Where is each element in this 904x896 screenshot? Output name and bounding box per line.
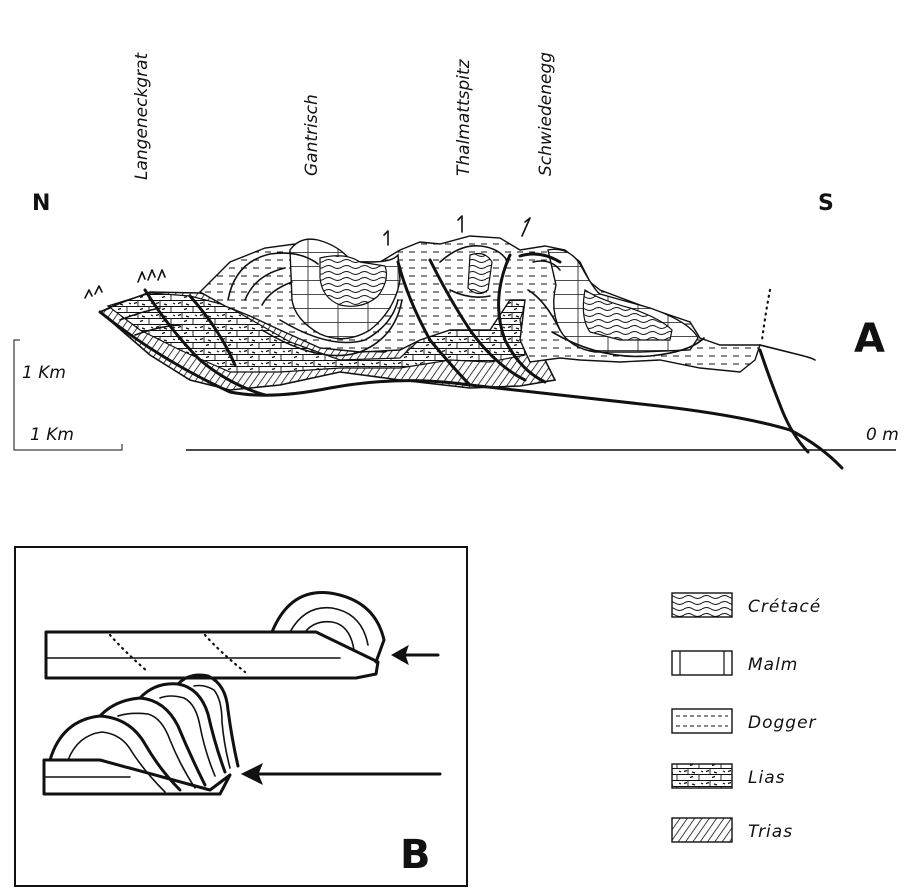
legend-item-cretace: Crétacé <box>672 593 821 617</box>
projected-contact <box>762 290 770 340</box>
legend-label-dogger: Dogger <box>748 713 817 733</box>
legend-item-dogger: Dogger <box>672 709 817 733</box>
peak-label-langeneckgrat: Langeneckgrat <box>132 51 152 180</box>
imbricate-fold-1 <box>50 716 180 790</box>
legend: Crétacé Malm Dogger Lias Trias <box>672 593 821 842</box>
panel-label-a: A <box>854 316 885 362</box>
cretace-core-thalmattspitz <box>468 254 492 294</box>
legend-label-trias: Trias <box>748 822 793 842</box>
southern-topography <box>760 345 815 360</box>
peak-label-gantrisch: Gantrisch <box>302 94 322 176</box>
slab-upper <box>46 632 378 678</box>
peak-labels: Langeneckgrat Gantrisch Thalmattspitz Sc… <box>132 51 556 180</box>
peak-label-schwiedenegg: Schwiedenegg <box>536 52 556 176</box>
legend-item-malm: Malm <box>672 651 798 675</box>
panel-b: B <box>15 547 467 886</box>
push-arrow-lower <box>242 764 440 784</box>
cross-section-a: A <box>85 216 885 468</box>
legend-item-lias: Lias <box>672 764 785 788</box>
imbricate-fold-2 <box>100 698 205 785</box>
legend-label-lias: Lias <box>748 768 785 788</box>
sea-level-label: 0 m <box>866 425 899 445</box>
peak-label-thalmattspitz: Thalmattspitz <box>454 58 474 176</box>
scale-bar: 1 Km 1 Km <box>14 340 122 450</box>
panel-label-b: B <box>400 832 431 878</box>
push-arrow-upper <box>392 646 438 664</box>
fold-upper <box>272 592 384 662</box>
legend-label-cretace: Crétacé <box>748 597 821 617</box>
north-label: N <box>32 191 50 216</box>
scale-horizontal-label: 1 Km <box>30 425 74 445</box>
legend-item-trias: Trias <box>672 818 793 842</box>
legend-label-malm: Malm <box>748 655 798 675</box>
south-label: S <box>818 191 834 216</box>
scale-vertical-label: 1 Km <box>22 363 66 383</box>
